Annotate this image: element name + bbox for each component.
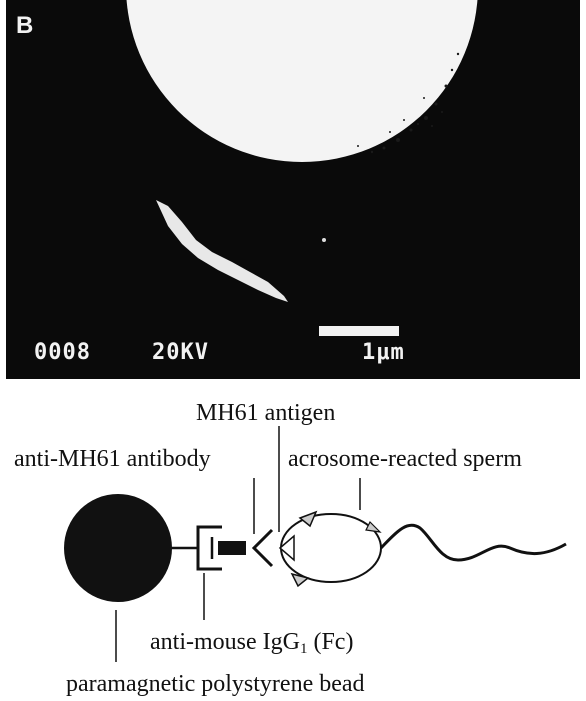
- label-paramagnetic-bead: paramagnetic polystyrene bead: [66, 672, 365, 696]
- sperm-tail: [381, 525, 566, 560]
- label-acrosome-reacted-sperm: acrosome-reacted sperm: [288, 447, 522, 471]
- paramagnetic-bead-shape: [64, 494, 172, 602]
- label-anti-mh61-antibody: anti-MH61 antibody: [14, 447, 211, 471]
- igg-suffix: (Fc): [307, 629, 353, 655]
- antigen-marker-right: [366, 522, 380, 532]
- igg-prefix: anti-mouse IgG: [150, 629, 300, 655]
- antibody-binding-site: [254, 530, 272, 566]
- label-mh61-antigen: MH61 antigen: [196, 401, 335, 425]
- label-anti-mouse-igg: anti-mouse IgG1 (Fc): [150, 630, 353, 657]
- primary-antibody-shape: [218, 541, 246, 555]
- sperm-head-shape: [281, 514, 381, 582]
